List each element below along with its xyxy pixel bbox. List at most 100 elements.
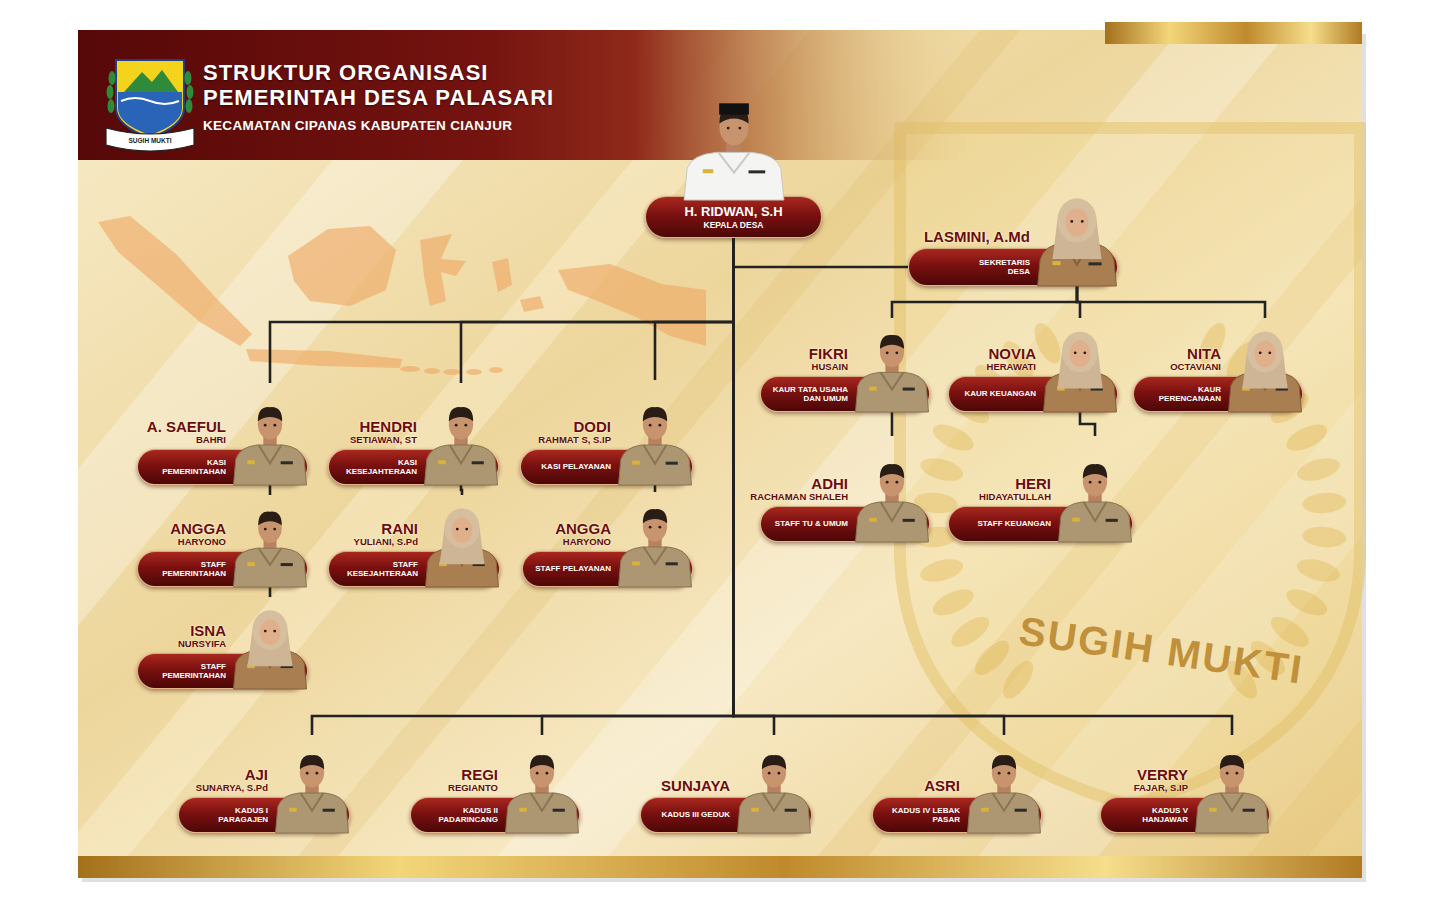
badge — [1052, 261, 1060, 265]
badge — [869, 518, 877, 522]
role-text: KAUR PERENCANAAN — [1141, 385, 1221, 403]
role-text: KASI KESEJAHTERAAN — [336, 458, 417, 476]
face — [452, 517, 473, 543]
role-slot: STAFF KESEJAHTERAAN — [336, 551, 418, 587]
person-figure — [856, 464, 929, 542]
logo-shield — [116, 60, 184, 138]
staff-name: NOVIA — [987, 346, 1036, 363]
role-text: KADUS V HANJAWAR — [1108, 806, 1188, 824]
staff-name-detail: OCTAVIANI — [1170, 362, 1221, 373]
paddy-grain — [947, 611, 995, 653]
eye — [464, 424, 467, 427]
uniform-body — [234, 445, 307, 485]
role-slot: KASI PELAYANAN — [528, 449, 611, 485]
hijab — [1057, 198, 1096, 242]
eye — [273, 528, 276, 531]
eye — [777, 772, 780, 775]
staff-photo — [736, 735, 812, 833]
eye — [1089, 481, 1092, 484]
name-stack: ANGGAHARYONO — [170, 521, 226, 548]
eye — [1268, 351, 1271, 354]
staff-photo — [1057, 436, 1133, 542]
org-connector — [1080, 412, 1095, 436]
eye — [315, 772, 318, 775]
role-text: KASI PELAYANAN — [541, 462, 611, 471]
uniform-body — [856, 372, 929, 412]
hair — [762, 755, 786, 769]
role-slot: SEKRETARIS DESA — [916, 248, 1030, 286]
role-text: STAFF PELAYANAN — [535, 564, 611, 573]
hair — [258, 407, 282, 421]
org-connector — [734, 238, 1005, 735]
staff-photo — [966, 735, 1042, 833]
staff-photo — [423, 383, 499, 485]
island-shape — [489, 367, 503, 373]
paddy-grain — [969, 635, 1014, 680]
role-slot: KAUR PERENCANAAN — [1141, 376, 1221, 412]
person-figure — [968, 755, 1041, 833]
eye — [649, 526, 652, 529]
person-figure — [684, 103, 784, 200]
staff-card: LASMINI, A.MdSEKRETARIS DESA — [908, 162, 1118, 286]
head-role: KEPALA DESA — [704, 220, 764, 230]
staff-name: DODI — [538, 419, 611, 436]
eye — [895, 351, 898, 354]
person-figure — [234, 610, 307, 689]
uniform-body — [234, 548, 307, 587]
name-stack: LASMINI, A.Md — [924, 229, 1030, 246]
paddy-grain — [1301, 525, 1347, 549]
eye — [658, 424, 661, 427]
role-text: KAUR TATA USAHA DAN UMUM — [768, 385, 848, 403]
uniform-body — [1196, 793, 1269, 833]
collar — [259, 445, 282, 463]
eye — [886, 351, 889, 354]
eye — [1259, 351, 1262, 354]
hair — [449, 407, 473, 421]
person-figure — [234, 512, 307, 587]
title-slot: STRUKTUR ORGANISASI PEMERINTAH DESA PALA… — [203, 60, 643, 111]
name-tag — [472, 461, 484, 464]
role-slot: KAUR TATA USAHA DAN UMUM — [768, 376, 848, 412]
badge — [869, 387, 877, 391]
name-stack: VERRYFAJAR, S.IP — [1134, 767, 1188, 794]
badge — [751, 808, 759, 812]
person-figure — [619, 407, 692, 485]
org-connector — [655, 238, 734, 380]
person-figure — [426, 508, 499, 587]
staff-card: ISNANURSYIFASTAFF PEMERINTAHAN — [137, 597, 308, 689]
emblem-shield — [900, 128, 1360, 805]
name-stack: HENDRISETIAWAN, ST — [350, 419, 417, 446]
face — [1069, 341, 1090, 367]
eye — [536, 772, 539, 775]
uniform-body — [738, 793, 811, 833]
paddy-grain — [1295, 454, 1343, 485]
uniform-body — [1059, 502, 1132, 542]
hair — [643, 407, 667, 421]
island-shape — [520, 296, 544, 312]
staff-photo — [424, 495, 500, 587]
eye — [273, 424, 276, 427]
staff-card: VERRYFAJAR, S.IP KADUS V HANJAWAR — [1100, 735, 1270, 833]
role-slot: STAFF PELAYANAN — [530, 551, 611, 587]
staff-card: AJISUNARYA, S.PdKADUS I PARAGAJEN — [178, 735, 350, 833]
role-slot: STAFF PEMERINTAHAN — [145, 653, 226, 689]
hijab — [444, 508, 479, 548]
paddy-grain — [929, 419, 977, 456]
hijab — [1062, 332, 1098, 373]
logo-water — [118, 92, 182, 135]
staff-photo — [504, 735, 580, 833]
face — [260, 619, 281, 645]
role-slot: STAFF KEUANGAN — [956, 506, 1051, 542]
staff-name: HERI — [979, 476, 1051, 493]
org-connector — [461, 485, 462, 495]
badge — [1072, 518, 1080, 522]
eye — [455, 424, 458, 427]
eye — [264, 528, 267, 531]
name-tag — [748, 170, 765, 173]
name-tag — [1243, 809, 1255, 812]
staff-name: ISNA — [178, 623, 226, 640]
name-tag — [553, 809, 565, 812]
header-band — [78, 30, 978, 160]
name-stack: ASRI — [924, 778, 960, 795]
name-stack: RANIYULIANI, S.Pd — [354, 521, 418, 548]
